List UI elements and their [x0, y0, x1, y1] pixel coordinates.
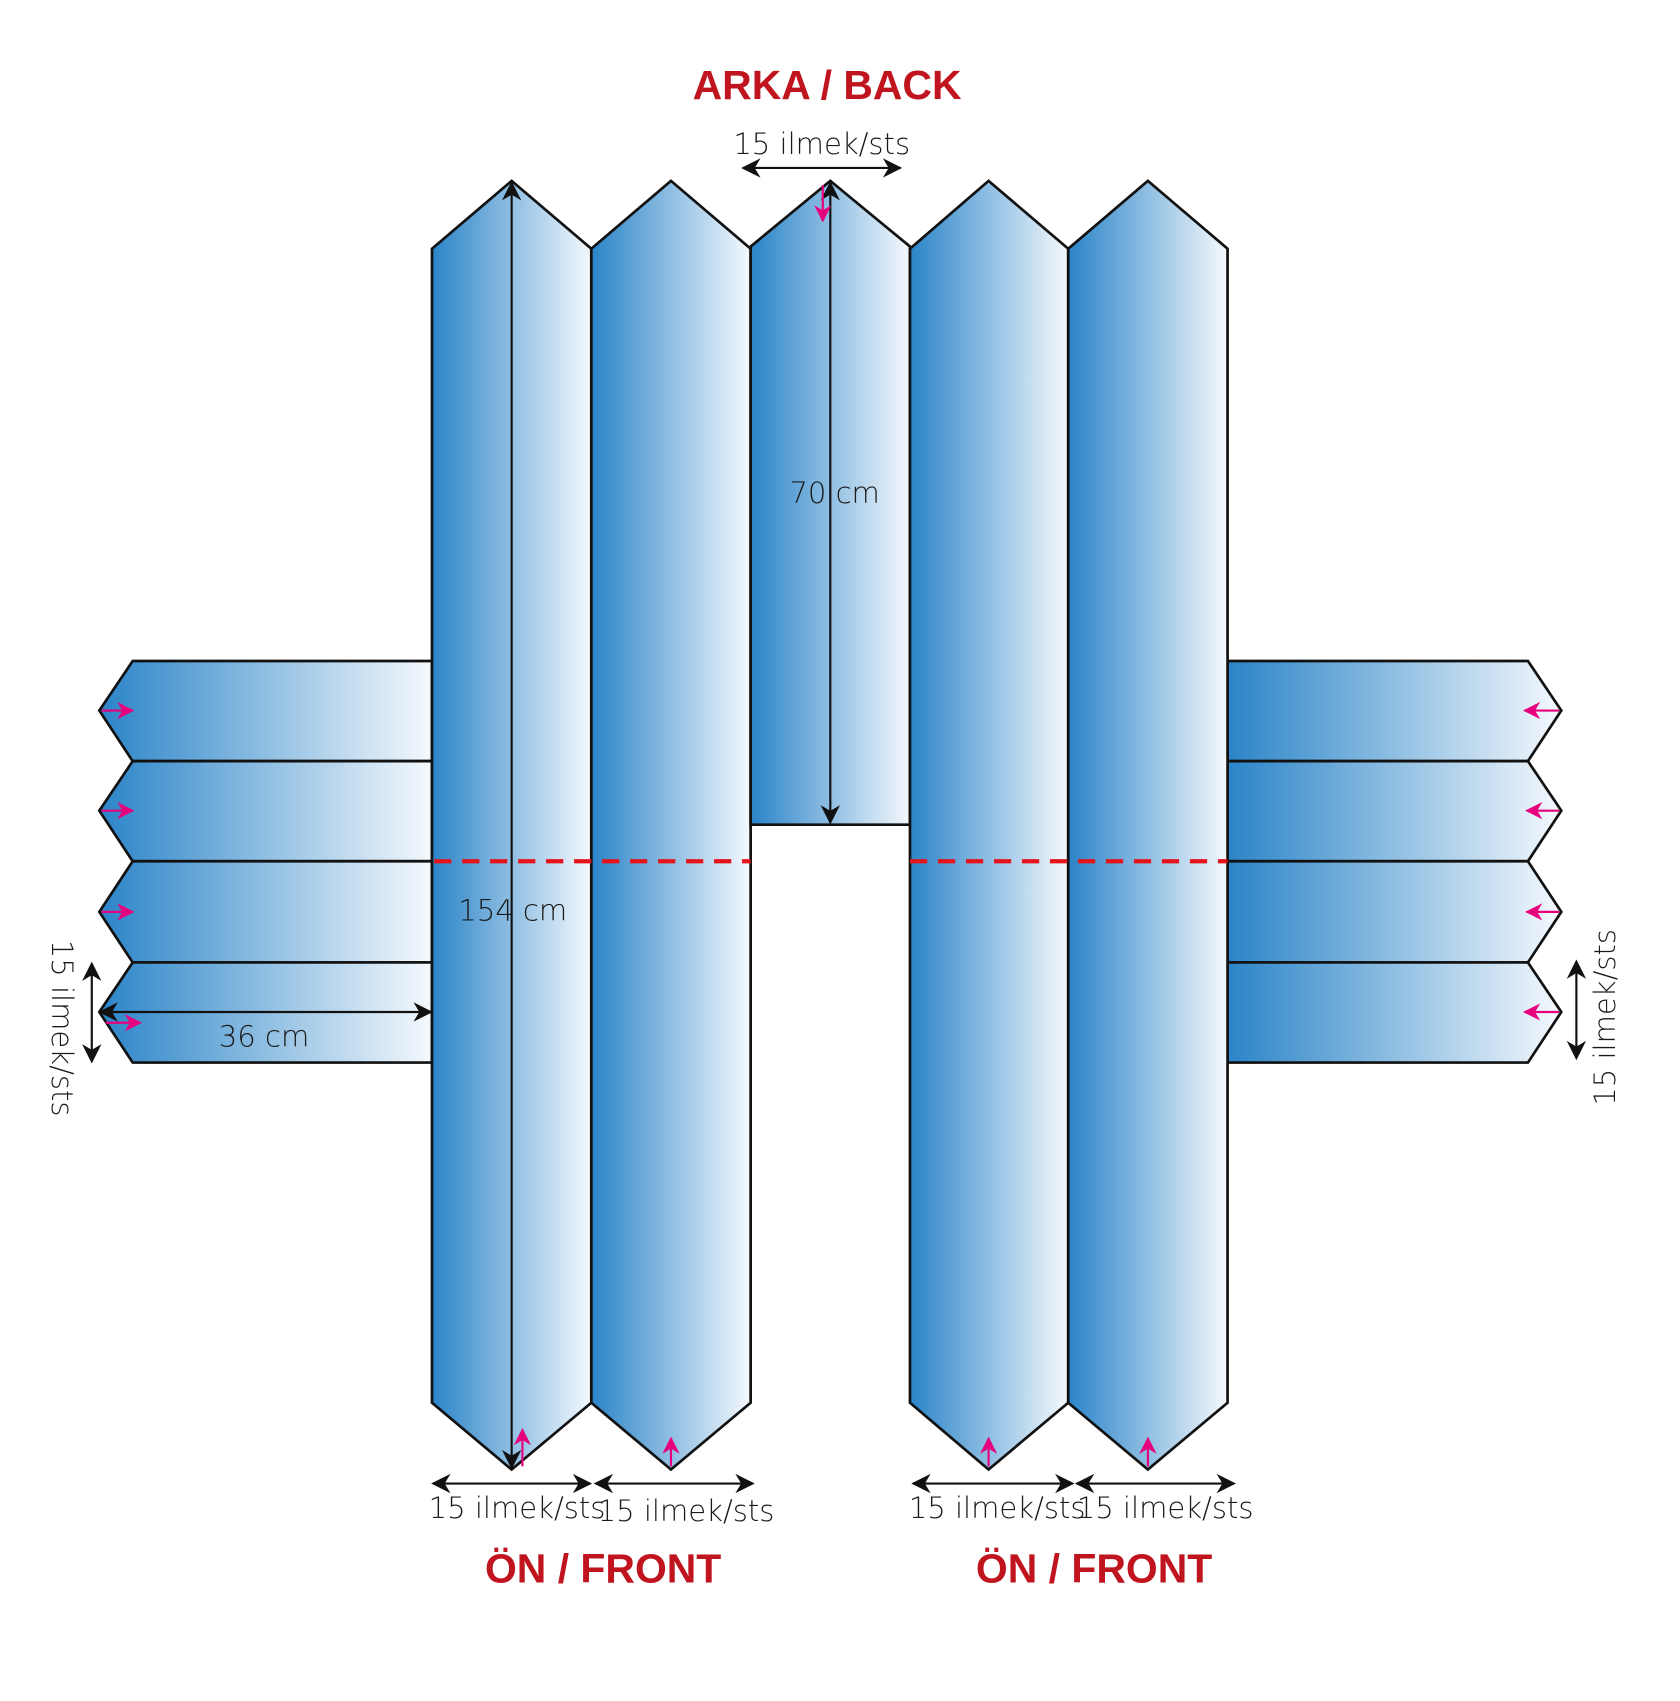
right-sleeve-strips [1226, 659, 1563, 1064]
back-length-label: 70 cm [789, 476, 879, 510]
sleeve-width-label-left: 15 ilmek/sts [45, 940, 79, 1117]
left-sleeve-strips [97, 659, 434, 1064]
front-left-strip-2 [589, 179, 752, 1472]
right-sleeve-strip [1226, 659, 1563, 763]
front-length-label: 154 cm [458, 893, 567, 927]
front-width-label: 15 ilmek/sts [429, 1491, 606, 1525]
front-left-title: ÖN / FRONT [485, 1546, 721, 1592]
knitting-direction-arrows [101, 185, 1560, 1467]
back-width-label: 15 ilmek/sts [733, 127, 910, 161]
front-right-strip-1 [908, 179, 1070, 1472]
front-width-label: 15 ilmek/sts [598, 1494, 775, 1528]
right-sleeve-strip [1226, 961, 1563, 1064]
back-title: ARKA / BACK [693, 62, 962, 108]
front-right-title: ÖN / FRONT [976, 1546, 1212, 1592]
front-right-strip-2 [1066, 179, 1229, 1472]
left-sleeve-strip [97, 759, 434, 863]
sleeve-length-label: 36 cm [219, 1019, 309, 1053]
right-sleeve-strip [1226, 759, 1563, 863]
front-width-label: 15 ilmek/sts [909, 1491, 1086, 1525]
left-sleeve-strip [97, 659, 434, 763]
sleeve-width-label-right: 15 ilmek/sts [1588, 929, 1622, 1106]
front-width-label: 15 ilmek/sts [1077, 1491, 1254, 1525]
left-sleeve-strip [97, 859, 434, 964]
right-sleeve-strip [1226, 859, 1563, 964]
